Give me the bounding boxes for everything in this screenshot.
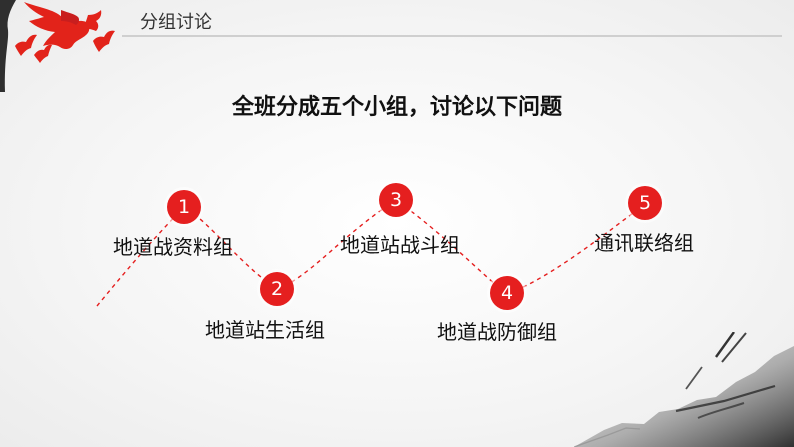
group-node-2: 2 [260,272,294,306]
group-number-2: 2 [270,277,284,300]
group-number-3: 3 [389,188,403,211]
group-node-3: 3 [379,183,413,217]
group-node-4: 4 [490,276,524,310]
group-label-4: 地道战防御组 [437,320,557,344]
ink-strip-decoration [0,0,16,92]
group-label-3: 地道站战斗组 [340,233,460,257]
ink-landscape-decoration [574,332,794,447]
group-number-4: 4 [500,281,514,304]
group-node-1: 1 [167,190,201,224]
group-label-5: 通讯联络组 [594,231,694,255]
group-label-2: 地道站生活组 [205,318,325,342]
group-label-1: 地道战资料组 [113,235,233,259]
page-title: 分组讨论 [140,12,212,33]
flying-doves-logo [15,2,115,63]
group-node-5: 5 [628,186,662,220]
discussion-heading: 全班分成五个小组，讨论以下问题 [231,95,562,120]
group-number-5: 5 [638,191,652,214]
group-number-1: 1 [177,195,191,218]
header-divider [122,35,782,37]
